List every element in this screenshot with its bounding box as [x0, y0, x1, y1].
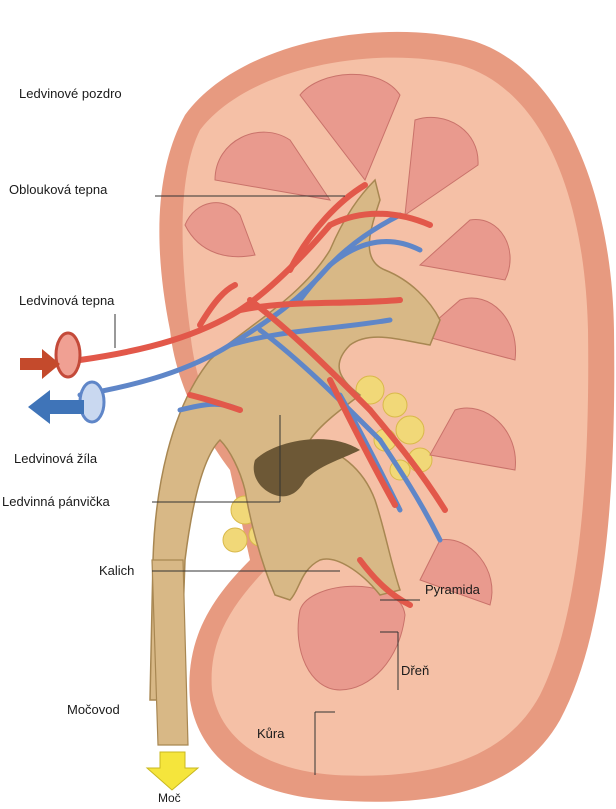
label-renal-artery: Ledvinová tepna	[19, 293, 114, 309]
ureter	[152, 560, 188, 745]
label-calyx: Kalich	[99, 563, 134, 579]
label-renal-vein: Ledvinová žíla	[14, 451, 97, 467]
label-urine: Moč	[158, 790, 181, 806]
label-ureter: Močovod	[67, 702, 120, 718]
arrow-in-icon	[20, 349, 60, 379]
label-pyramid: Pyramida	[425, 582, 480, 598]
renal-artery-stump	[56, 333, 80, 377]
urine-arrow-icon	[147, 752, 198, 790]
label-cortex: Kůra	[257, 726, 284, 742]
label-medulla: Dřeň	[401, 663, 429, 679]
label-capsule: Ledvinové pozdro	[19, 86, 122, 102]
arrow-out-icon	[28, 390, 84, 424]
label-arcuate-artery: Oblouková tepna	[9, 182, 107, 198]
label-renal-pelvis: Ledvinná pánvička	[2, 494, 110, 510]
